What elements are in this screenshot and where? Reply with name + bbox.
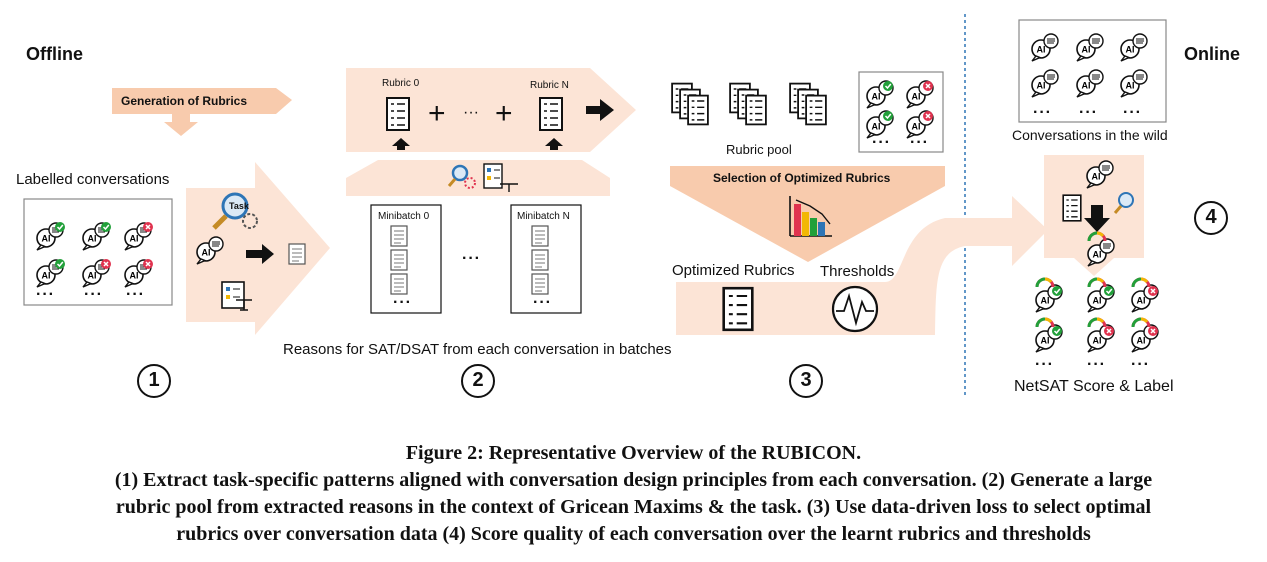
generation-banner-label: Generation of Rubrics: [121, 94, 248, 108]
stage-1-number: 1: [137, 364, 171, 398]
thresholds-label: Thresholds: [820, 263, 895, 280]
selection-banner-label: Selection of Optimized Rubrics: [713, 171, 891, 185]
wild-dots-3: ···: [1123, 104, 1142, 121]
conversations-in-wild-label: Conversations in the wild: [1012, 127, 1168, 143]
dots-2: ···: [84, 286, 103, 303]
down-arrow: [164, 114, 198, 136]
minibatch-n-dots: ···: [533, 294, 552, 311]
figure-caption: Figure 2: Representative Overview of the…: [0, 440, 1267, 548]
stage-3-number: 3: [789, 364, 823, 398]
wild-dots-1: ···: [1033, 104, 1052, 121]
minibatch-ellipsis: ···: [462, 250, 481, 267]
document-icon: [288, 243, 306, 265]
task-badge: Task: [229, 201, 249, 211]
up-arrow-rubric-0: [392, 138, 410, 150]
down-arrow-black: [1084, 205, 1110, 232]
ellipsis: ···: [463, 104, 479, 121]
checklist-scale-icon: [221, 281, 252, 311]
up-arrow-rubric-n: [545, 138, 563, 150]
minibatch-0-dots: ···: [393, 294, 412, 311]
minibatch-0-docs: [390, 225, 408, 295]
minibatch-0-label: Minibatch 0: [378, 211, 430, 222]
caption-line-1: (1) Extract task-specific patterns align…: [114, 469, 1153, 491]
optimized-rubrics-label: Optimized Rubrics: [672, 262, 795, 279]
caption-line-3: rubrics over conversation data (4) Score…: [176, 523, 1091, 545]
stage-2-number: 2: [461, 364, 495, 398]
netsat-dots-3: ···: [1131, 356, 1150, 373]
wild-dots-2: ···: [1079, 104, 1098, 121]
rubrics-banner-arrow: [346, 68, 636, 152]
threshold-icon: [831, 285, 879, 333]
labelled-conversations-box: [23, 198, 173, 306]
task-magnifier-icon: [212, 192, 258, 230]
dots-1: ···: [36, 286, 55, 303]
caption-title: Figure 2: Representative Overview of the…: [405, 442, 862, 464]
checklist-scale-icon-2: [483, 163, 518, 192]
generation-arrow: [112, 88, 292, 114]
right-arrow-small: [246, 244, 274, 264]
netsat-dots-1: ···: [1035, 356, 1054, 373]
dots-3: ···: [126, 286, 145, 303]
gear-magnifier-icon: [447, 164, 476, 189]
rubric-0-doc: [386, 97, 410, 131]
rubric-small-doc: [1062, 194, 1082, 222]
netsat-dots-2: ···: [1087, 356, 1106, 373]
pool-dots-2: ···: [910, 134, 929, 151]
rubric-n-doc: [539, 97, 563, 131]
caption-line-2: rubric pool from extracted reasons in th…: [115, 496, 1152, 518]
labelled-conversations-label: Labelled conversations: [16, 171, 170, 188]
rubric-n-label: Rubric N: [530, 80, 569, 91]
stage-4-number: 4: [1194, 201, 1228, 235]
bar-chart-icon: [789, 196, 832, 237]
offline-label: Offline: [26, 44, 83, 64]
minibatch-n-label: Minibatch N: [517, 211, 570, 222]
plus-1: +: [428, 97, 446, 130]
optimized-rubrics-doc: [722, 286, 754, 332]
rubric-pool-label: Rubric pool: [726, 142, 792, 157]
netsat-bubbles: [1035, 277, 1159, 353]
rubric-0-label: Rubric 0: [382, 78, 420, 89]
magnifier-small-icon: [1113, 192, 1134, 214]
minibatch-n-docs: [531, 225, 549, 295]
right-arrow-rubrics: [586, 99, 614, 121]
plus-2: +: [495, 97, 513, 130]
rubric-pool-stacks: [671, 82, 827, 126]
reasons-caption: Reasons for SAT/DSAT from each conversat…: [283, 341, 672, 358]
online-label: Online: [1184, 44, 1241, 64]
pool-dots-1: ···: [872, 134, 891, 151]
netsat-label: NetSAT Score & Label: [1014, 378, 1174, 395]
minibatch-wedge: [346, 160, 610, 196]
diagram-graphics: AI: [23, 14, 1167, 395]
stage3-to-4-flow: [676, 196, 1048, 335]
